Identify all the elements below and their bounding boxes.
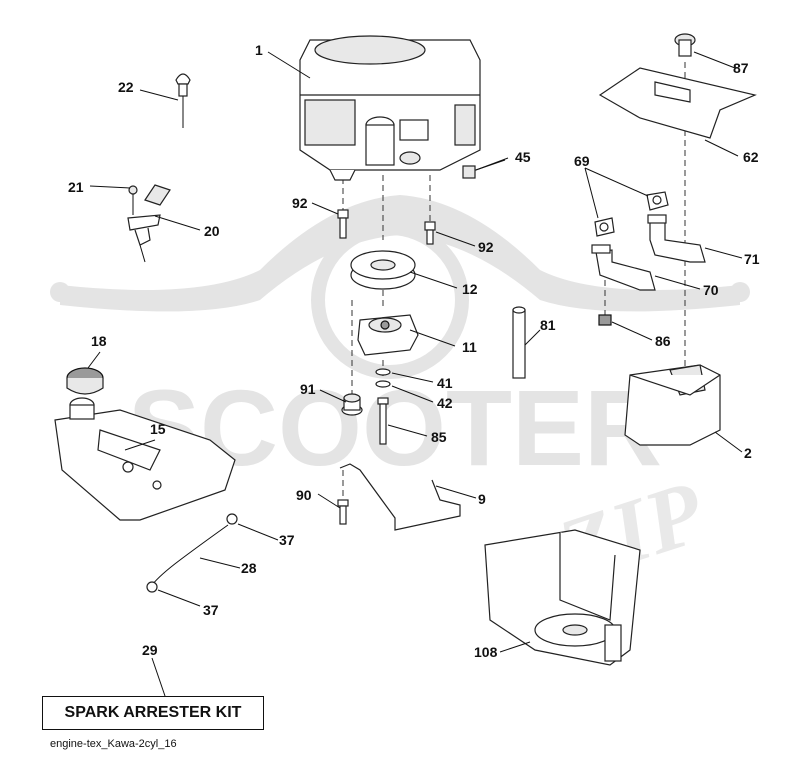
callout-1: 1 — [255, 42, 263, 58]
bolt-85 — [377, 397, 389, 445]
bolt-92-left — [337, 209, 349, 239]
callout-28: 28 — [241, 560, 257, 576]
fuel-cap — [66, 367, 104, 395]
callout-91: 91 — [300, 381, 316, 397]
callout-21: 21 — [68, 179, 84, 195]
bolt-90 — [337, 499, 349, 525]
callout-11: 11 — [462, 339, 477, 355]
callout-37-lower: 37 — [203, 602, 219, 618]
callout-45: 45 — [515, 149, 531, 165]
exhaust-pipe-71 — [647, 214, 706, 263]
fuel-line — [146, 513, 238, 593]
callout-92-right: 92 — [478, 239, 494, 255]
gasket-lower — [594, 217, 615, 237]
muffler — [624, 364, 721, 446]
callout-37-upper: 37 — [279, 532, 295, 548]
tube-81 — [512, 306, 526, 379]
dipstick — [175, 73, 191, 128]
engine — [299, 35, 481, 181]
callout-29: 29 — [142, 642, 158, 658]
callout-15: 15 — [150, 421, 166, 437]
throttle-control — [127, 184, 171, 263]
callout-62: 62 — [743, 149, 759, 165]
callout-71: 71 — [744, 251, 760, 267]
callout-92-left: 92 — [292, 195, 308, 211]
gasket-upper — [646, 191, 669, 211]
leader-lines — [87, 51, 743, 697]
callout-108: 108 — [474, 644, 498, 660]
spacer-91 — [341, 393, 363, 416]
nut-86 — [598, 314, 612, 326]
bracket-rod — [339, 463, 461, 531]
spark-arrester-kit-text: SPARK ARRESTER KIT — [64, 704, 242, 721]
callout-69: 69 — [574, 153, 590, 169]
callout-9: 9 — [478, 491, 486, 507]
callout-90: 90 — [296, 487, 312, 503]
exhaust-pipe-70 — [591, 244, 656, 291]
assembly-lines — [342, 62, 686, 500]
callout-86: 86 — [655, 333, 671, 349]
callout-22: 22 — [118, 79, 134, 95]
callout-87: 87 — [733, 60, 749, 76]
callout-81: 81 — [540, 317, 556, 333]
heat-shield — [598, 67, 757, 139]
washers — [375, 368, 391, 388]
callout-42: 42 — [437, 395, 453, 411]
callout-labels: 1 22 21 20 92 92 45 12 11 41 42 85 91 90… — [68, 42, 760, 660]
callout-18: 18 — [91, 333, 107, 349]
bolt-92-right — [424, 221, 436, 245]
callout-2: 2 — [744, 445, 752, 461]
bolt-45 — [462, 159, 506, 179]
callout-41: 41 — [437, 375, 453, 391]
callout-70: 70 — [703, 282, 719, 298]
callout-85: 85 — [431, 429, 447, 445]
knob-87 — [674, 33, 696, 57]
callout-20: 20 — [204, 223, 220, 239]
fuel-tank — [54, 397, 236, 521]
callout-12: 12 — [462, 281, 478, 297]
spark-arrester-kit-label: SPARK ARRESTER KIT — [42, 696, 264, 730]
pulley — [350, 250, 416, 290]
diagram-caption: engine-tex_Kawa-2cyl_16 — [50, 738, 177, 750]
engine-shroud — [484, 529, 641, 666]
electric-clutch — [357, 314, 419, 356]
